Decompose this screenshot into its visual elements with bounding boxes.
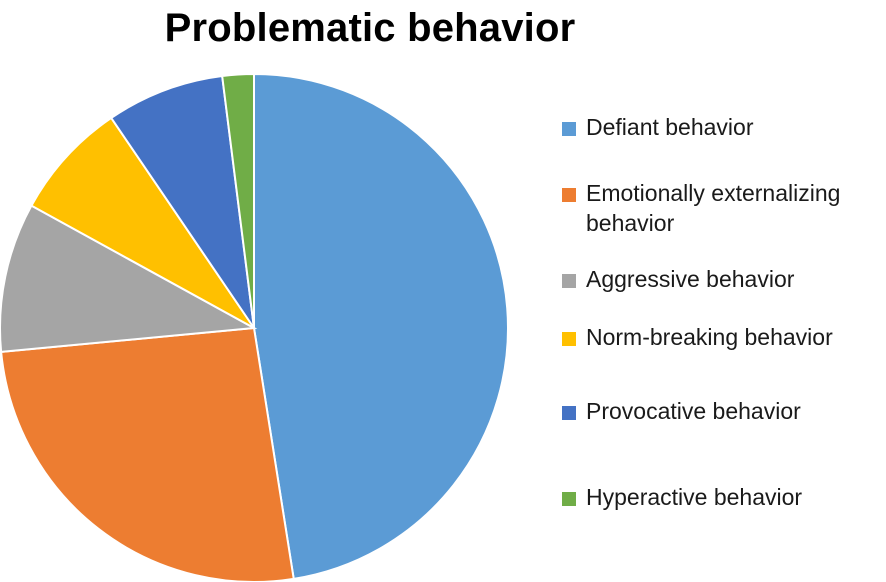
pie-slice-defiant-behavior (253, 72, 509, 581)
pie-slice-hyperactive-behavior (221, 72, 255, 329)
legend-swatch-emotionally-externalizing (562, 188, 576, 202)
legend-label-norm-breaking: Norm-breaking behavior (586, 324, 833, 350)
legend-swatch-norm-breaking (562, 332, 576, 346)
legend-label-defiant: Defiant behavior (586, 114, 754, 140)
legend-item-emotionally-externalizing: Emotionally externalizing behavior (562, 178, 886, 238)
legend-item-provocative: Provocative behavior (562, 396, 886, 426)
legend-label-provocative: Provocative behavior (586, 398, 801, 424)
pie-slice-norm-breaking-behavior (30, 116, 255, 329)
legend-item-hyperactive: Hyperactive behavior (562, 482, 886, 512)
legend-label-aggressive: Aggressive behavior (586, 266, 795, 292)
legend-label-hyperactive: Hyperactive behavior (586, 484, 803, 510)
chart-title: Problematic behavior (164, 6, 576, 50)
legend-swatch-defiant (562, 122, 576, 136)
legend-label-emotionally-externalizing: Emotionally externalizing behavior (586, 180, 841, 236)
legend-item-defiant: Defiant behavior (562, 112, 886, 142)
legend-item-aggressive: Aggressive behavior (562, 264, 886, 294)
legend-swatch-hyperactive (562, 492, 576, 506)
legend-swatch-aggressive (562, 274, 576, 288)
pie-slice-emotionally-externalizing-behavior (0, 326, 295, 582)
legend-swatch-provocative (562, 406, 576, 420)
pie-slice-aggressive-behavior (0, 204, 258, 353)
pie-slice-provocative-behavior (109, 74, 255, 329)
legend-item-norm-breaking: Norm-breaking behavior (562, 322, 886, 352)
